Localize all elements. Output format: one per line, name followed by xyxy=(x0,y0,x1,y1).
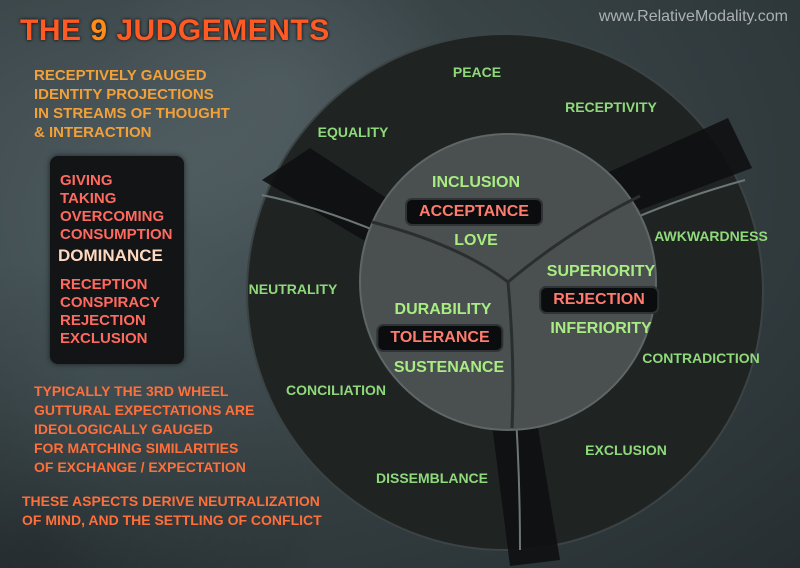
list-item: GIVING xyxy=(60,172,113,189)
judgement-list-box: GIVING TAKING OVERCOMING CONSUMPTION DOM… xyxy=(50,156,184,364)
intro-line: RECEPTIVELY GAUGED xyxy=(34,67,207,84)
title-number: 9 xyxy=(90,14,108,47)
ring-label-exclusion: EXCLUSION xyxy=(585,442,667,458)
inner-divider xyxy=(506,281,515,429)
title-prefix: THE xyxy=(20,14,91,47)
note-line: IDEOLOGICALLY GAUGED xyxy=(34,421,213,437)
ring-label-dissemblance: DISSEMBLANCE xyxy=(375,470,489,486)
list-item: OVERCOMING xyxy=(60,208,165,225)
intro-line: IDENTITY PROJECTIONS xyxy=(34,86,214,103)
inner-right-above: SUPERIORITY xyxy=(546,263,656,280)
intro-line: & INTERACTION xyxy=(34,124,152,141)
ring-label-equality: EQUALITY xyxy=(317,124,389,140)
intro-text: RECEPTIVELY GAUGED IDENTITY PROJECTIONS … xyxy=(34,66,274,142)
ring-label-contradiction: CONTRADICTION xyxy=(642,350,760,366)
site-url: www.RelativeModality.com xyxy=(598,8,788,25)
ring-label-peace: PEACE xyxy=(452,64,502,80)
list-item: RECEPTION xyxy=(60,276,148,293)
ring-label-neutrality: NEUTRALITY xyxy=(248,281,338,297)
list-center-item: DOMINANCE xyxy=(58,246,163,265)
list-item: CONSPIRACY xyxy=(60,294,161,311)
inner-top-above: INCLUSION xyxy=(432,174,520,191)
note-neutralization: THESE ASPECTS DERIVE NEUTRALIZATION OF M… xyxy=(22,492,322,530)
note-line: GUTTURAL EXPECTATIONS ARE xyxy=(34,402,255,418)
note-line: THESE ASPECTS DERIVE NEUTRALIZATION xyxy=(22,493,320,509)
inner-top-below: LOVE xyxy=(454,232,498,249)
note-line: OF EXCHANGE / EXPECTATION xyxy=(34,459,246,475)
inner-divider xyxy=(507,194,641,284)
ring-label-conciliation: CONCILIATION xyxy=(285,382,387,398)
page-title: THE 9 JUDGEMENTS xyxy=(20,14,330,48)
inner-left-pill: TOLERANCE xyxy=(376,324,504,352)
note-line: FOR MATCHING SIMILARITIES xyxy=(34,440,239,456)
inner-divider xyxy=(371,220,509,284)
list-item: CONSUMPTION xyxy=(60,226,173,243)
divider-band-right xyxy=(600,118,752,210)
intro-line: IN STREAMS OF THOUGHT xyxy=(34,105,230,122)
ring-label-awkwardness: AWKWARDNESS xyxy=(654,228,768,244)
ring-label-receptivity: RECEPTIVITY xyxy=(565,99,657,115)
note-line: OF MIND, AND THE SETTLING OF CONFLICT xyxy=(22,512,322,528)
list-item: REJECTION xyxy=(60,312,146,329)
inner-left-above: DURABILITY xyxy=(394,301,492,318)
list-item: EXCLUSION xyxy=(60,330,148,347)
inner-right-below: INFERIORITY xyxy=(550,320,652,337)
inner-top-pill: ACCEPTANCE xyxy=(405,198,543,226)
inner-right-pill: REJECTION xyxy=(539,286,659,314)
inner-left-below: SUSTENANCE xyxy=(393,359,505,376)
note-third-wheel: TYPICALLY THE 3RD WHEEL GUTTURAL EXPECTA… xyxy=(34,382,254,477)
title-suffix: JUDGEMENTS xyxy=(107,14,330,47)
list-item: TAKING xyxy=(60,190,117,207)
note-line: TYPICALLY THE 3RD WHEEL xyxy=(34,383,229,399)
